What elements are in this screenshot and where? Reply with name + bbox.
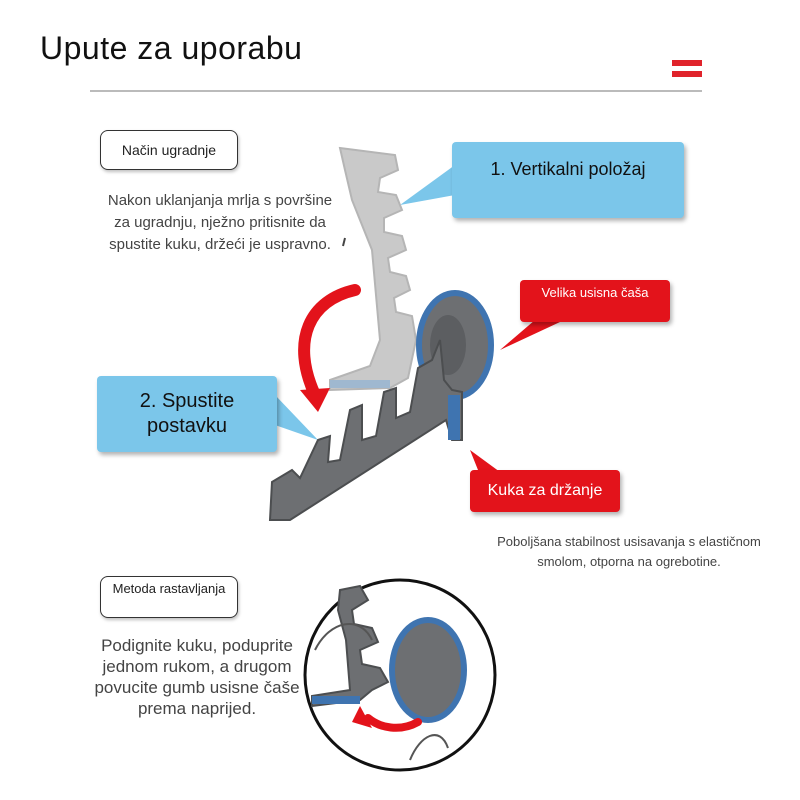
callout-holding-hook: Kuka za držanje <box>470 470 620 512</box>
removal-suction-cup <box>389 617 467 723</box>
removal-label: Metoda rastavljanja <box>100 576 238 618</box>
removal-base-strip <box>312 696 360 704</box>
page-title: Upute za uporabu <box>40 30 303 66</box>
hand-outline-top <box>314 623 373 651</box>
removal-arrow <box>364 714 422 732</box>
menu-icon[interactable] <box>672 60 702 80</box>
callout-pointer-lower <box>275 395 318 440</box>
rotate-arrow <box>298 284 361 401</box>
header-divider <box>90 90 702 92</box>
hook-edge-strip <box>448 395 460 440</box>
removal-arrow-head <box>352 706 372 728</box>
callout-pointer-suction <box>500 320 560 350</box>
installation-text: Nakon uklanjanja mrlja s površine za ugr… <box>107 192 333 253</box>
callout-suction-cup: Velika usisna čaša <box>520 280 670 322</box>
callout-vertical-position: 1. Vertikalni položaj <box>452 142 684 218</box>
hand-outline-bottom <box>409 734 449 761</box>
removal-hook <box>311 584 390 708</box>
removal-text: Podignite kuku, poduprite jednom rukom, … <box>94 636 300 718</box>
vertical-hook-ghost <box>329 146 418 392</box>
callout-pointer-vertical <box>400 165 455 205</box>
ghost-base-strip <box>330 380 390 388</box>
callout-pointer-hook <box>470 450 500 472</box>
callout-lower-setting: 2. Spustite postavku <box>97 376 277 452</box>
tick-mark <box>342 237 346 247</box>
rotate-arrow-head <box>300 388 330 412</box>
stability-text: Poboljšana stabilnost usisavanja s elast… <box>497 534 761 569</box>
installation-label: Način ugradnje <box>100 130 238 170</box>
